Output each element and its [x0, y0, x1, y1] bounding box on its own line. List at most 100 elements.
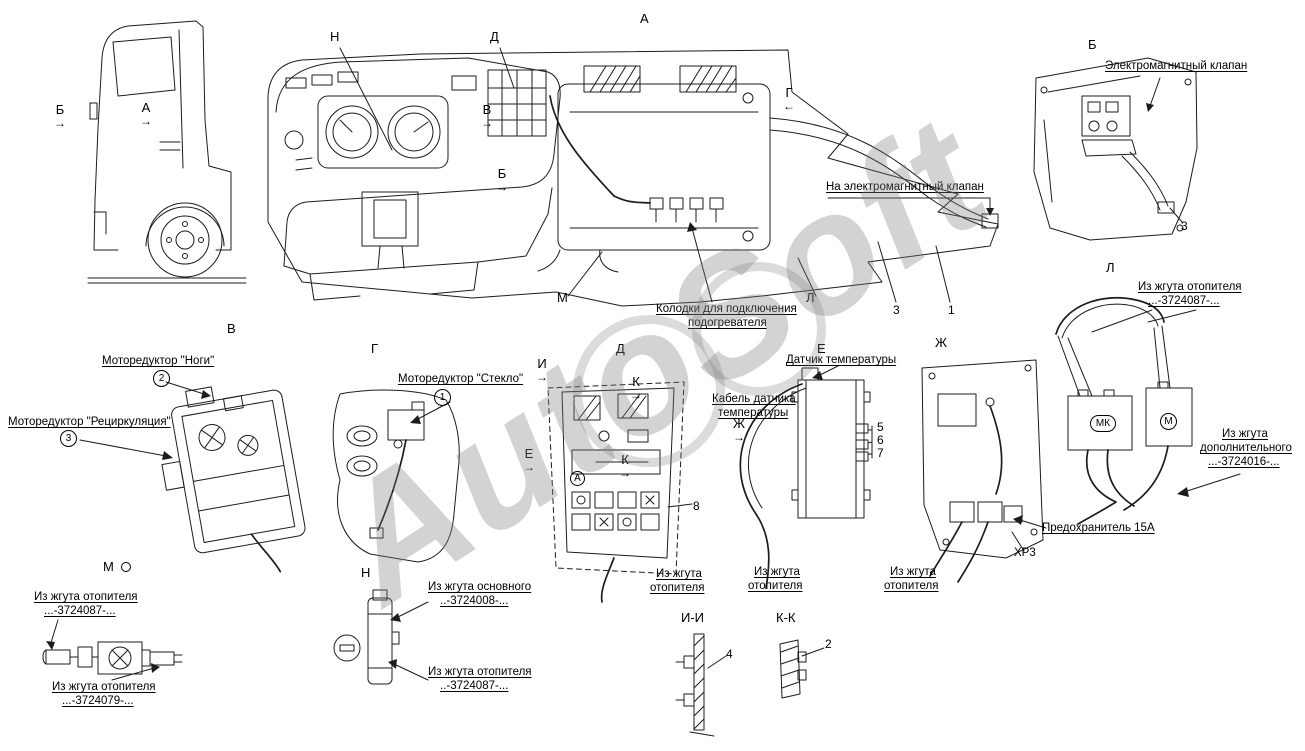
callout-temp-sensor: Датчик температуры: [786, 354, 897, 366]
temp-sensor-drawing: [739, 367, 873, 589]
callout-motor-recirculation: Моторедуктор "Рециркуляция": [8, 416, 171, 428]
callout-fuse: Предохранитель 15А: [1042, 522, 1155, 534]
heater-plug-drawing: [42, 641, 183, 675]
harness-aux-2: дополнительного: [1200, 442, 1292, 454]
harness-heater-e-1: Из жгута: [754, 566, 800, 578]
harness-heater-d-2: отопителя: [650, 582, 705, 594]
pointer-m: М: [557, 290, 568, 305]
direction-marker-a-cab: А→: [136, 101, 156, 127]
marker-letter: И: [537, 356, 547, 371]
panel-g-drawing: [332, 389, 460, 563]
arrow-right-icon: →: [536, 370, 548, 384]
harness-heater-e-2: отопителя: [748, 580, 803, 592]
view-title-kk: К-К: [776, 610, 796, 625]
part-number-1: 1: [948, 303, 955, 317]
direction-marker-k-top: К→: [626, 375, 646, 401]
circled-number-2: 2: [153, 370, 170, 387]
leader-lines: [46, 77, 1241, 681]
harness-main-n-2: ..-3724008-...: [440, 595, 509, 607]
torn-frame: [267, 49, 999, 307]
circled-number-1: 1: [434, 389, 451, 406]
arrow-right-icon: →: [733, 430, 745, 444]
part-number-2: 2: [825, 637, 832, 651]
direction-marker-b-cab: Б→: [50, 103, 70, 129]
harness-main-n-1: Из жгута основного: [428, 581, 532, 593]
valve-panel-drawing: [1033, 57, 1198, 241]
arrow-right-icon: →: [481, 116, 493, 130]
harness-heater-n-2: ..-3724087-...: [440, 680, 509, 692]
circled-number-3: 3: [60, 430, 77, 447]
direction-marker-e-mid: Е→: [519, 447, 539, 473]
marker-letter: А: [141, 100, 151, 115]
view-title-v: В: [227, 321, 236, 336]
callout-solenoid-valve: Электромагнитный клапан: [1105, 60, 1248, 72]
view-title-n: Н: [361, 565, 371, 580]
harness-heater-zh-1: Из жгута: [890, 566, 936, 578]
callout-heater-blocks-2: подогревателя: [688, 317, 767, 329]
heater-assembly-v-drawing: [161, 386, 306, 573]
part-number-3-valve: 3: [1181, 219, 1188, 233]
marker-letter: В: [482, 102, 492, 117]
circled-letter-a: А: [570, 471, 585, 486]
m-view-circle-icon: [121, 562, 131, 572]
harness-heater-n-1: Из жгута отопителя: [428, 666, 532, 678]
marker-letter: Ж: [732, 416, 745, 431]
part-number-6: 6: [877, 433, 884, 447]
part-number-5: 5: [877, 420, 884, 434]
circled-connector-m: М: [1160, 413, 1177, 430]
part-number-7: 7: [877, 446, 884, 460]
view-title-zh: Ж: [935, 335, 948, 350]
callout-heater-blocks-1: Колодки для подключения: [656, 303, 797, 315]
callout-temp-cable-2: температуры: [718, 407, 789, 419]
direction-marker-v-dash: В→: [477, 103, 497, 129]
control-panel-drawing: [547, 381, 685, 603]
view-title-ii: И-И: [681, 610, 705, 625]
harness-heater-a-1: Из жгута отопителя: [34, 591, 138, 603]
harness-heater-b-2: ...-3724079-...: [62, 695, 134, 707]
callout-motor-glass: Моторедуктор "Стекло": [398, 373, 524, 385]
marker-letter: К: [632, 374, 640, 389]
callout-motor-legs: Моторедуктор "Ноги": [102, 355, 215, 367]
section-ii-drawing: [675, 633, 715, 737]
lighter-drawing: [333, 589, 400, 685]
marker-letter: Б: [497, 166, 507, 181]
relay-panel-drawing: [921, 359, 1044, 583]
view-title-d: Д: [616, 341, 625, 356]
harness-l-view-2: ...-3724087-...: [1148, 295, 1220, 307]
harness-aux-3: ...-3724016-...: [1208, 456, 1280, 468]
arrow-right-icon: →: [496, 180, 508, 194]
arrow-left-icon: ←: [783, 99, 795, 113]
view-title-m: М: [103, 559, 114, 574]
view-title-g: Г: [371, 341, 379, 356]
harness-heater-b-1: Из жгута отопителя: [52, 681, 156, 693]
marker-letter: Е: [524, 446, 534, 461]
arrow-right-icon: →: [619, 466, 631, 480]
harness-l-view-1: Из жгута отопителя: [1138, 281, 1242, 293]
view-title-e: Е: [817, 341, 826, 356]
harness-heater-a-2: ...-3724087-...: [44, 605, 116, 617]
heater-unit-drawing: [537, 65, 999, 273]
direction-marker-k-mid: К→: [615, 453, 635, 479]
part-number-8: 8: [693, 499, 700, 513]
marker-letter: Б: [55, 102, 65, 117]
harness-heater-d-1: Из жгута: [656, 568, 702, 580]
circled-connector-mk: МК: [1090, 415, 1116, 432]
harness-aux-1: Из жгута: [1222, 428, 1268, 440]
pointer-n: Н: [330, 29, 340, 44]
harness-heater-zh-2: отопителя: [884, 580, 939, 592]
arrow-right-icon: →: [54, 116, 66, 130]
pointer-d: Д: [490, 29, 499, 44]
harness-l-drawing: [1055, 296, 1193, 525]
pointer-l: Л: [806, 290, 815, 305]
label-xp3: ХР3: [1014, 547, 1036, 559]
view-title-valve-panel: Б: [1088, 37, 1097, 52]
arrow-right-icon: →: [630, 388, 642, 402]
direction-marker-zh-mid: Ж→: [729, 417, 749, 443]
callout-to-solenoid-valve: На электромагнитный клапан: [826, 181, 984, 193]
marker-letter: Г: [785, 85, 793, 100]
callout-temp-cable-1: Кабель датчика: [712, 393, 796, 405]
view-title-l: Л: [1106, 260, 1115, 275]
dashboard-drawing: [275, 47, 561, 301]
